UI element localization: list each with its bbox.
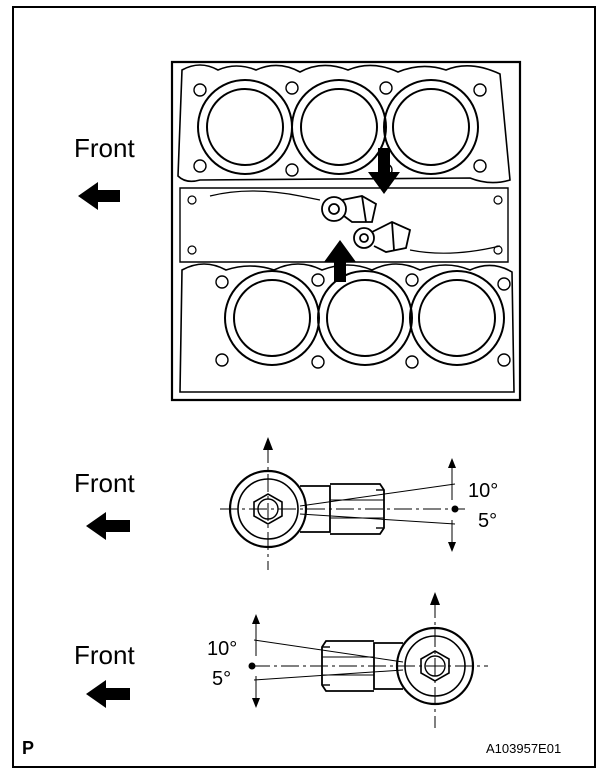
arrow-left-icon — [86, 680, 130, 708]
angle-10-label: 10° — [468, 480, 499, 502]
angle-5-label: 5° — [478, 510, 498, 532]
arrow-up-icon — [324, 240, 356, 282]
knock-sensor-view-lower — [248, 600, 488, 728]
axis-arrow-up-icon — [263, 437, 273, 450]
front-label: Front — [74, 640, 135, 670]
front-label: Front — [74, 133, 135, 163]
knock-sensor-upper — [321, 195, 378, 223]
arrow-down-icon — [368, 148, 400, 194]
front-label: Front — [74, 468, 135, 498]
engine-block — [170, 60, 522, 402]
upper-bank-cylinders — [197, 79, 479, 175]
corner-letter: P — [22, 738, 35, 758]
axis-arrow-up-icon — [430, 592, 440, 605]
arrow-left-icon — [86, 512, 130, 540]
angle-10-label: 10° — [207, 638, 238, 660]
knock-sensor-lower — [353, 221, 412, 253]
figure-id: A103957E01 — [486, 741, 562, 756]
diagram-frame — [12, 6, 596, 768]
lower-bank-cylinders — [224, 270, 505, 366]
knock-sensor-view-upper — [220, 445, 465, 570]
angle-5-label: 5° — [212, 668, 232, 690]
arrow-left-icon — [78, 182, 120, 210]
